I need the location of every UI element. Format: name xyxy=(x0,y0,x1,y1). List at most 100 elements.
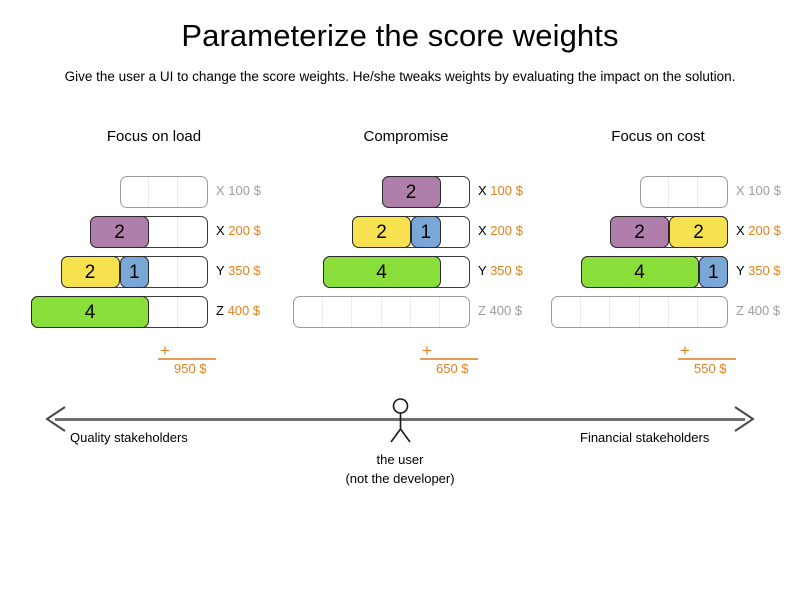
weight-block[interactable]: 4 xyxy=(580,256,699,288)
weight-track-cell[interactable] xyxy=(552,297,582,327)
weight-track-cell[interactable] xyxy=(178,217,207,247)
column-header: Focus on load xyxy=(106,128,202,145)
row-amount: 350 $ xyxy=(228,263,261,278)
row-letter: Y xyxy=(736,263,745,278)
row-amount: 200 $ xyxy=(748,223,781,238)
weight-track-cell[interactable] xyxy=(581,297,611,327)
row-letter: X xyxy=(736,183,745,198)
row-amount: 400 $ xyxy=(747,303,781,318)
weight-row: X 100 $ xyxy=(532,172,784,212)
row-amount: 100 $ xyxy=(490,183,523,198)
weight-track-cell[interactable] xyxy=(641,177,670,207)
user-caption: the user (not the developer) xyxy=(300,450,500,488)
weight-track-cell[interactable] xyxy=(382,297,411,327)
weight-track-cell[interactable] xyxy=(440,257,469,287)
weight-slider-track[interactable] xyxy=(551,296,728,328)
weight-block[interactable]: 1 xyxy=(119,256,149,288)
weight-row: 2 X 200 $ xyxy=(28,212,280,252)
weight-block[interactable]: 2 xyxy=(381,176,441,208)
row-amount: 400 $ xyxy=(227,303,261,318)
row-letter: Y xyxy=(216,263,225,278)
weight-track-cell[interactable] xyxy=(149,297,178,327)
row-amount: 100 $ xyxy=(748,183,781,198)
row-cost-label: Z 400 $ xyxy=(478,303,522,318)
weight-track-cell[interactable] xyxy=(669,297,698,327)
weight-track-cell[interactable] xyxy=(149,177,179,207)
weight-row: X 100 $ xyxy=(28,172,280,212)
total-amount: 650 $ xyxy=(436,361,469,376)
row-cost-label: Z 400 $ xyxy=(216,303,260,318)
weight-track-cell[interactable] xyxy=(149,257,178,287)
row-cost-label: X 100 $ xyxy=(736,183,781,198)
weight-track-cell[interactable] xyxy=(440,297,469,327)
row-cost-label: Y 350 $ xyxy=(216,263,261,278)
total-plus-sign: + xyxy=(680,341,690,360)
total-amount: 550 $ xyxy=(694,361,727,376)
page-subtitle: Give the user a UI to change the score w… xyxy=(64,69,736,84)
weight-slider-track[interactable] xyxy=(293,296,470,328)
row-amount: 200 $ xyxy=(490,223,523,238)
weight-block[interactable]: 2 xyxy=(90,216,149,248)
user-stick-figure-icon xyxy=(381,398,421,449)
weight-block[interactable]: 2 xyxy=(669,216,728,248)
weight-slider-track[interactable] xyxy=(119,176,208,208)
row-amount: 200 $ xyxy=(228,223,261,238)
total-plus-sign: + xyxy=(160,341,170,360)
weight-track-cell[interactable] xyxy=(610,297,640,327)
total-plus-sign: + xyxy=(422,341,432,360)
total-rule xyxy=(158,358,216,360)
weight-track-cell[interactable] xyxy=(294,297,324,327)
row-letter: X xyxy=(216,183,225,198)
row-letter: Z xyxy=(216,303,224,318)
weight-block[interactable]: 2 xyxy=(352,216,411,248)
weight-track-cell[interactable] xyxy=(440,217,469,247)
weight-block[interactable]: 1 xyxy=(411,216,441,248)
row-amount: 350 $ xyxy=(748,263,781,278)
weight-track-cell[interactable] xyxy=(178,177,207,207)
row-cost-label: X 200 $ xyxy=(216,223,261,238)
weight-row: Z 400 $ xyxy=(532,292,784,332)
row-letter: X xyxy=(216,223,225,238)
weight-block[interactable]: 4 xyxy=(322,256,441,288)
weight-block[interactable]: 4 xyxy=(31,296,149,328)
weight-track-cell[interactable] xyxy=(178,297,207,327)
weight-track-cell[interactable] xyxy=(640,297,669,327)
weight-track-cell[interactable] xyxy=(178,257,207,287)
weight-track-cell[interactable] xyxy=(669,177,699,207)
row-cost-label: X 100 $ xyxy=(216,183,261,198)
weight-track-cell[interactable] xyxy=(411,297,440,327)
total-rule xyxy=(678,358,736,360)
weight-track-cell[interactable] xyxy=(698,297,727,327)
weight-block[interactable]: 2 xyxy=(60,256,120,288)
weight-track-cell[interactable] xyxy=(698,177,727,207)
weight-track-cell[interactable] xyxy=(121,177,150,207)
row-amount: 400 $ xyxy=(489,303,523,318)
row-letter: X xyxy=(736,223,745,238)
weight-track-cell[interactable] xyxy=(149,217,178,247)
row-cost-label: Z 400 $ xyxy=(736,303,780,318)
total-rule xyxy=(420,358,478,360)
weight-track-cell[interactable] xyxy=(440,177,469,207)
axis-label-quality: Quality stakeholders xyxy=(70,430,188,445)
user-caption-line-2: (not the developer) xyxy=(345,471,455,486)
weight-slider-track[interactable] xyxy=(639,176,728,208)
row-cost-label: X 100 $ xyxy=(478,183,523,198)
row-cost-label: Y 350 $ xyxy=(736,263,781,278)
page-title: Parameterize the score weights xyxy=(181,18,619,53)
column-header: Compromise xyxy=(363,128,449,145)
row-amount: 100 $ xyxy=(228,183,261,198)
weight-block[interactable]: 2 xyxy=(610,216,669,248)
weight-block[interactable]: 1 xyxy=(698,256,728,288)
total-amount: 950 $ xyxy=(174,361,207,376)
weight-track-cell[interactable] xyxy=(352,297,382,327)
row-letter: X xyxy=(478,183,487,198)
weight-track-cell[interactable] xyxy=(323,297,353,327)
weight-row: 4 Z 400 $ xyxy=(28,292,280,332)
row-cost-label: X 200 $ xyxy=(478,223,523,238)
